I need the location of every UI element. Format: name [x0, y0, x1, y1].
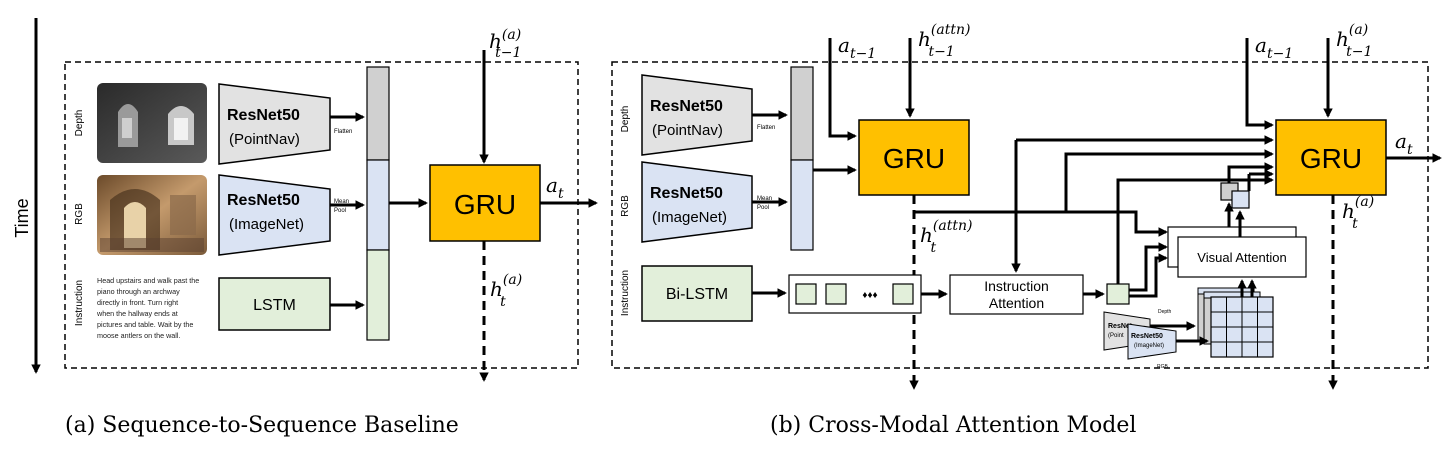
instruction-line: directly in front. Turn right — [97, 298, 178, 307]
resnet-depth-sub: (PointNav) — [652, 122, 723, 139]
resnet-depth-name: ResNet50 — [227, 107, 300, 124]
gru-action-label: GRU — [1300, 143, 1362, 174]
instruction-line: Head upstairs and walk past the — [97, 276, 199, 285]
row-label-depth: Depth — [620, 106, 631, 133]
resnet-depth-encoder: ResNet50 (PointNav) — [641, 74, 753, 156]
h-a-prev-label: h(a)t−1 — [1336, 22, 1372, 60]
gru-block: GRU — [429, 164, 541, 242]
mini-rgb-label: RGB — [1157, 364, 1169, 370]
lstm-block: LSTM — [218, 277, 331, 331]
mini-resnet-front-sub: (ImageNet) — [1134, 343, 1164, 349]
mini-resnet-back-name: ResNet — [1108, 323, 1133, 330]
resnet-rgb-sub: (ImageNet) — [652, 209, 727, 226]
instruction-attention-block: Instruction Attention — [949, 274, 1084, 315]
gru-label: GRU — [454, 189, 516, 220]
instruction-line: piano through an archway — [97, 287, 180, 296]
row-label-rgb: RGB — [74, 203, 85, 225]
mini-depth-label: Depth — [1158, 309, 1172, 315]
instruction-line: pictures and table. Wait by the — [97, 320, 193, 329]
h-attn-out-label: h(attn)t — [920, 218, 972, 256]
instruction-attention-label: Attention — [989, 295, 1044, 311]
panel-a-border — [64, 61, 579, 369]
visual-feature-stack — [790, 66, 814, 251]
bilstm-label: Bi-LSTM — [666, 286, 728, 303]
spatial-feature-grid — [1197, 287, 1274, 358]
gru-attn-label: GRU — [883, 143, 945, 174]
a-prev-label-2: at−1 — [1255, 33, 1293, 62]
a-prev-label-1: at−1 — [838, 33, 876, 62]
panel-b-border — [611, 61, 1429, 369]
resnet-rgb-name: ResNet50 — [650, 185, 723, 202]
flatten-label: Flatten — [757, 125, 775, 131]
action-out-label: at — [546, 173, 564, 202]
resnet-rgb-sub: (ImageNet) — [229, 216, 304, 233]
caption-b: (b) Cross-Modal Attention Model — [770, 413, 1136, 438]
attended-visual-features — [1220, 182, 1250, 209]
mini-resnet-front-name: ResNet50 — [1131, 333, 1163, 340]
h-prev-label: h(a)t−1 — [489, 27, 521, 61]
row-label-rgb: RGB — [620, 195, 631, 217]
time-label: Time — [12, 198, 32, 237]
bilstm-block: Bi-LSTM — [641, 265, 753, 322]
h-a-out-label: h(a)t — [1342, 194, 1374, 232]
resnet-rgb-encoder: ResNet50 (ImageNet) — [218, 174, 331, 256]
instruction-feature-sequence: ♦♦♦ — [788, 274, 922, 314]
mini-resnet-back-sub: (Point — [1108, 333, 1124, 339]
flatten-label: Flatten — [334, 129, 352, 135]
resnet-depth-sub: (PointNav) — [229, 131, 300, 148]
panel-a: Depth RGB Instruction Head upstairs and … — [64, 27, 598, 438]
h-out-label: h(a)t — [490, 272, 522, 310]
instruction-attention-label: Instruction — [984, 278, 1049, 294]
instruction-text: Head upstairs and walk past the piano th… — [96, 276, 199, 340]
gru-action-block: GRU — [1275, 119, 1387, 196]
depth-image — [97, 83, 207, 163]
instruction-line: moose antlers on the wall. — [97, 331, 181, 340]
row-label-instruction: Instruction — [74, 280, 85, 326]
rgb-image — [97, 175, 207, 255]
resnet-rgb-encoder: ResNet50 (ImageNet) — [641, 161, 753, 243]
feature-stack — [366, 66, 390, 341]
sequence-ellipsis: ♦♦♦ — [862, 290, 877, 301]
h-attn-prev-label: h(attn)t−1 — [918, 22, 970, 60]
mean-pool-label: Pool — [757, 205, 769, 211]
mean-pool-label: Mean — [757, 196, 772, 202]
resnet-depth-encoder: ResNet50 (PointNav) — [218, 83, 331, 165]
lstm-label: LSTM — [253, 297, 296, 314]
resnet-depth-name: ResNet50 — [650, 98, 723, 115]
attended-instruction-feature — [1106, 283, 1130, 305]
mini-resnet-encoders: ResNet (Point ResNet50 (ImageNet) Depth … — [1103, 309, 1177, 370]
gru-attn-block: GRU — [858, 119, 970, 196]
visual-attention-block: Visual Attention — [1167, 226, 1307, 278]
time-axis: Time — [12, 18, 41, 374]
action-out-label: at — [1395, 129, 1413, 158]
row-label-instruction: Instruction — [620, 270, 631, 316]
mean-pool-label: Mean — [334, 199, 349, 205]
caption-a: (a) Sequence-to-Sequence Baseline — [65, 413, 459, 438]
visual-attention-label: Visual Attention — [1197, 250, 1286, 265]
panel-b: Depth RGB Instruction ResNet50 (PointNav… — [611, 22, 1442, 438]
mean-pool-label: Pool — [334, 208, 346, 214]
resnet-rgb-name: ResNet50 — [227, 192, 300, 209]
row-label-depth: Depth — [74, 110, 85, 137]
instruction-line: when the hallway ends at — [96, 309, 178, 318]
